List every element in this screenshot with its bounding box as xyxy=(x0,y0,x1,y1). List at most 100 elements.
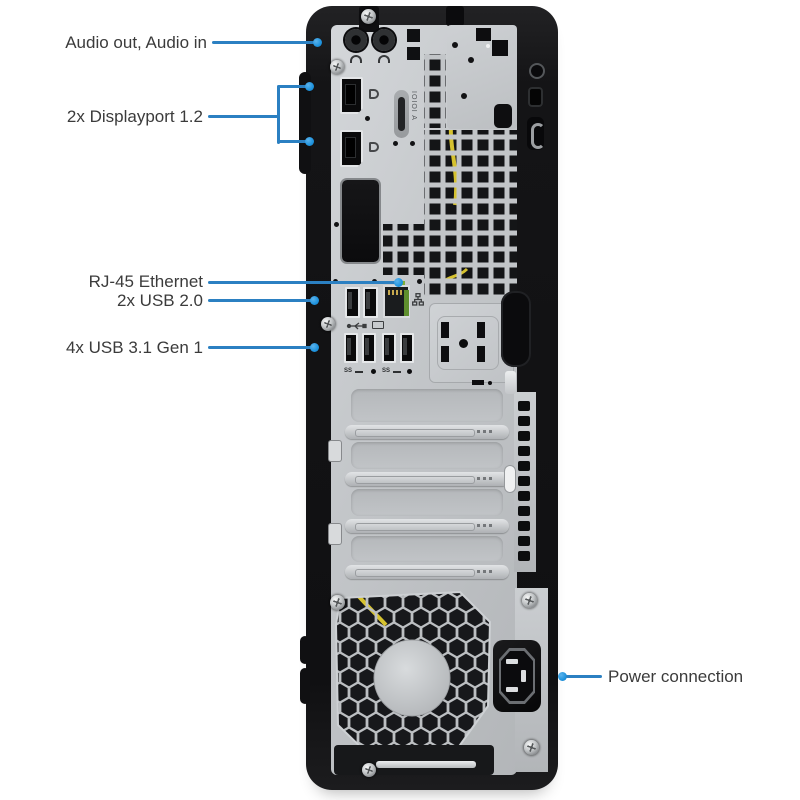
panel-hole xyxy=(410,141,415,146)
callout-usb3-line xyxy=(208,346,314,349)
cable-hole xyxy=(531,65,543,77)
callout-usb3-label: 4x USB 3.1 Gen 1 xyxy=(65,338,203,357)
bracket-slot xyxy=(441,346,449,362)
callout-displayport-dot-top xyxy=(305,82,314,91)
release-handle xyxy=(501,291,531,367)
slot-clip xyxy=(329,441,341,461)
callout-ethernet-dot xyxy=(394,278,403,287)
latch-detail xyxy=(505,371,516,394)
panel-hole xyxy=(334,222,339,227)
callout-ethernet-line xyxy=(208,281,398,284)
slot-tab xyxy=(505,466,515,492)
screw-icon xyxy=(330,60,344,74)
bracket-slot xyxy=(477,322,485,338)
vent-grid xyxy=(407,29,420,42)
expansion-slot-cover-4 xyxy=(351,536,503,562)
slot-rail xyxy=(345,519,509,533)
panel-hole xyxy=(461,93,467,99)
slot-rail xyxy=(345,425,509,439)
serial-port-marking: IOIOI A xyxy=(410,91,417,121)
usb2-port-1 xyxy=(345,287,360,318)
power-pin xyxy=(506,687,518,692)
callout-ethernet-label: RJ-45 Ethernet xyxy=(88,272,203,291)
option-port-blank xyxy=(342,180,379,262)
panel-hole xyxy=(417,279,422,284)
panel-hole xyxy=(371,369,376,374)
usb3-port-2 xyxy=(362,333,376,363)
serial-port-slot xyxy=(398,97,405,131)
usb-trident-icon xyxy=(346,322,367,330)
callout-usb3-dot xyxy=(310,343,319,352)
audio-out-jack xyxy=(345,29,367,51)
slot-clip xyxy=(329,524,341,544)
bracket-mark xyxy=(476,28,491,41)
slot-rail xyxy=(345,472,509,486)
ethernet-pcb-edge xyxy=(404,290,409,316)
callout-audio-dot xyxy=(313,38,322,47)
usb3-ss-icon: SS xyxy=(344,368,364,374)
usb3-ss-icon: SS xyxy=(382,368,402,374)
callout-displayport-line xyxy=(208,115,279,118)
callout-usb2-line xyxy=(208,299,314,302)
expansion-slot-cover-2 xyxy=(351,442,503,469)
callout-usb2-dot xyxy=(310,296,319,305)
bracket-slot xyxy=(477,346,485,362)
screw-icon xyxy=(330,595,345,610)
side-foot xyxy=(300,668,310,704)
bracket-dot xyxy=(486,44,490,48)
fan-hub xyxy=(373,639,451,717)
vent-grid xyxy=(407,47,420,60)
bracket-emboss xyxy=(437,316,499,370)
callout-displayport-label: 2x Displayport 1.2 xyxy=(66,107,203,126)
ethernet-lan-icon xyxy=(412,293,424,306)
callout-power-dot xyxy=(558,672,567,681)
callout-power-label: Power connection xyxy=(608,667,744,686)
headphone-icon xyxy=(350,55,362,63)
displayport-1 xyxy=(340,77,363,114)
side-foot xyxy=(300,636,310,664)
usb3-port-1 xyxy=(344,333,358,363)
bracket-clip xyxy=(494,104,512,128)
bracket-hole xyxy=(459,339,468,348)
bracket-mark xyxy=(492,40,508,56)
bracket-slot xyxy=(441,322,449,338)
callout-power-line xyxy=(566,675,602,678)
displayport-logo-icon xyxy=(369,89,379,99)
callout-displayport-bracket xyxy=(277,86,280,144)
callout-audio-label: Audio out, Audio in xyxy=(65,33,207,52)
slot-strip-holes xyxy=(518,401,530,561)
line-in-icon xyxy=(378,55,390,63)
usb3-port-3 xyxy=(382,333,396,363)
screw-icon xyxy=(524,740,539,755)
panel-hole xyxy=(365,116,370,121)
power-pin xyxy=(521,670,526,682)
bottom-bar xyxy=(376,761,476,768)
panel-hole xyxy=(468,57,474,63)
bottom-recess xyxy=(334,745,494,775)
panel-hole xyxy=(393,141,398,146)
expansion-slot-cover-1 xyxy=(351,389,503,422)
audio-in-jack xyxy=(373,29,395,51)
side-latch xyxy=(299,72,311,174)
panel-hole xyxy=(452,42,458,48)
bracket-dash xyxy=(472,380,484,385)
ports-icon xyxy=(372,321,384,329)
usb3-port-4 xyxy=(400,333,414,363)
top-notch xyxy=(446,6,464,26)
usb2-port-2 xyxy=(363,287,378,318)
callout-displayport-arm-top xyxy=(277,85,309,88)
callout-audio-line xyxy=(212,41,314,44)
slot-rail xyxy=(345,565,509,579)
displayport-2 xyxy=(340,130,363,167)
padlock-loop-highlight xyxy=(531,123,545,149)
panel-hole xyxy=(407,369,412,374)
screw-icon xyxy=(522,593,537,608)
power-pin xyxy=(506,659,518,664)
callout-displayport-dot-bottom xyxy=(305,137,314,146)
callout-displayport-arm-bottom xyxy=(277,140,309,143)
screw-icon xyxy=(361,9,376,24)
displayport-logo-icon xyxy=(369,142,379,152)
panel-hole xyxy=(488,381,492,385)
expansion-slot-cover-3 xyxy=(351,489,503,516)
